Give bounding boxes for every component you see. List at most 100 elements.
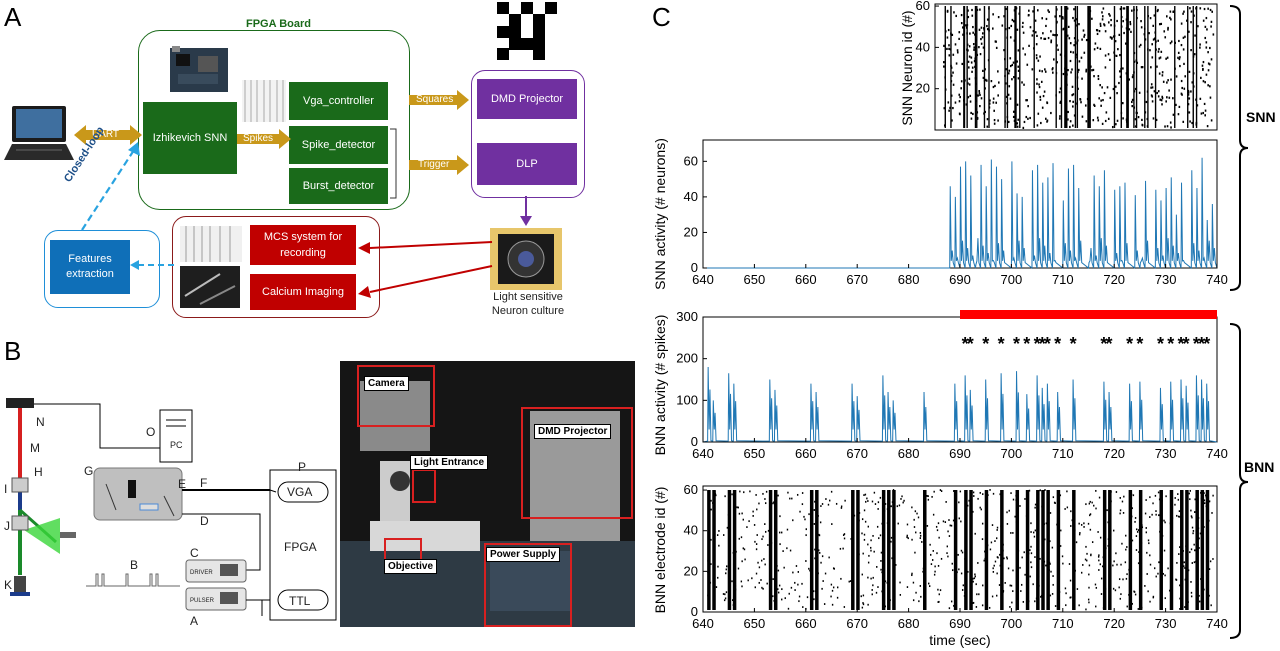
snn-raster-spike (969, 94, 972, 97)
bnn-raster-spike (1012, 569, 1014, 572)
bnn-raster-spike (1200, 578, 1202, 580)
bnn-raster-spike (928, 582, 930, 585)
snn-raster-spike (1207, 62, 1210, 65)
snn-raster-spike (1175, 103, 1177, 107)
snn-raster-spike (992, 13, 994, 16)
bnn-raster-spike (933, 490, 935, 493)
bnn-raster-spike (1016, 493, 1018, 496)
snn-raster-spike (1199, 7, 1202, 10)
bnn-raster-spike (1137, 529, 1140, 531)
bnn-raster-spike (755, 543, 758, 545)
bnn-raster-spike (863, 538, 866, 541)
snn-raster-spike (1109, 58, 1111, 61)
snn-raster-spike (1085, 70, 1087, 73)
bnn-raster-spike (801, 582, 803, 585)
snn-raster-spike (1127, 91, 1129, 95)
bnn-raster-spike (912, 581, 915, 584)
objective-photo-label: Objective (384, 559, 438, 574)
bnn-raster-spike (1062, 562, 1064, 565)
bnn-raster-spike (1126, 573, 1128, 576)
snn-activity-ytick-label: 60 (684, 153, 698, 168)
snn-raster-spike (1044, 68, 1046, 71)
bnn-raster-spike (864, 493, 867, 496)
bnn-raster-spike (1200, 497, 1202, 500)
bnn-raster-spike (1206, 580, 1208, 583)
bnn-raster-spike (1001, 594, 1003, 597)
snn-raster-spike (1045, 24, 1047, 28)
snn-raster-spike (1172, 97, 1174, 100)
bnn-raster-spike (1161, 534, 1164, 537)
bnn-raster-spike (1194, 511, 1196, 513)
bnn-raster-spike (1122, 511, 1125, 514)
bnn-raster-spike (975, 583, 977, 586)
bnn-raster-spike (1028, 600, 1030, 603)
bnn-raster-spike (986, 561, 988, 564)
snn-raster-spike (948, 54, 951, 57)
snn-raster-spike (1081, 77, 1083, 80)
snn-raster-spike (1210, 25, 1212, 28)
bnn-raster-spike (932, 513, 935, 516)
bnn-raster-spike (999, 564, 1001, 567)
snn-raster-spike (1064, 110, 1067, 113)
bnn-raster-spike (733, 509, 736, 512)
snn-raster-spike (1110, 18, 1112, 22)
bnn-raster-spike (1090, 553, 1092, 556)
bnn-raster-spike (947, 530, 949, 533)
snn-raster-spike (1029, 116, 1031, 120)
bnn-raster-spike (732, 599, 734, 602)
culture-to-recording-arrows (358, 241, 493, 298)
bnn-raster-spike (884, 580, 887, 583)
bnn-raster-spike (927, 495, 929, 498)
snn-raster-spike (1210, 20, 1213, 23)
bnn-raster-spike (818, 533, 820, 536)
bnn-raster-spike (821, 587, 823, 590)
snn-raster-spike (1069, 99, 1071, 103)
bnn-raster-spike (876, 565, 878, 568)
label-p: P (298, 460, 307, 474)
bnn-raster-spike (714, 491, 716, 493)
bnn-raster-spike (820, 505, 822, 507)
bnn-raster-spike (1098, 569, 1100, 571)
ttl-port-label: TTL (289, 594, 311, 608)
snn-raster-spike (1157, 39, 1159, 42)
bnn-raster-spike (1040, 595, 1042, 598)
bnn-raster-spike (1027, 603, 1029, 605)
bnn-raster-spike (1145, 527, 1147, 529)
bnn-raster-spike (856, 583, 859, 586)
bnn-raster-spike (1080, 571, 1083, 574)
snn-raster-spike (1114, 85, 1117, 88)
snn-raster-spike (992, 27, 994, 30)
pulser-label: PULSER (190, 598, 215, 604)
snn-raster-spike (1162, 80, 1165, 83)
bnn-raster-spike (1026, 499, 1029, 502)
bnn-raster-spike (973, 577, 976, 580)
snn-raster-spike (1102, 7, 1105, 10)
snn-raster-spike (1108, 13, 1110, 16)
bnn-raster-spike (1174, 497, 1176, 499)
bnn-raster-spike (890, 536, 893, 539)
snn-raster-spike (1190, 48, 1192, 52)
bnn-raster-spike (965, 585, 967, 588)
bnn-raster-burst (881, 490, 886, 610)
bnn-raster-spike (987, 494, 989, 497)
bnn-raster-spike (958, 568, 960, 571)
bnn-raster-spike (1097, 555, 1100, 558)
bnn-raster-spike (1190, 595, 1193, 598)
bnn-raster-spike (810, 549, 813, 552)
bnn-raster-spike (778, 584, 781, 587)
bnn-raster-spike (865, 500, 867, 503)
bnn-raster-spike (961, 551, 964, 554)
snn-raster-spike (988, 102, 991, 105)
snn-raster-spike (1007, 120, 1010, 124)
uart-arrow[interactable] (74, 124, 142, 146)
bnn-raster-spike (884, 605, 887, 608)
snn-raster-spike (1205, 41, 1208, 44)
bnn-raster-spike (727, 513, 730, 516)
snn-raster-spike (981, 32, 984, 35)
snn-activity-ytick-label: 20 (684, 224, 698, 239)
snn-raster-spike (1005, 82, 1007, 85)
bnn-raster-spike (799, 510, 801, 513)
snn-raster-spike (1172, 10, 1175, 13)
snn-raster-spike (972, 31, 974, 34)
